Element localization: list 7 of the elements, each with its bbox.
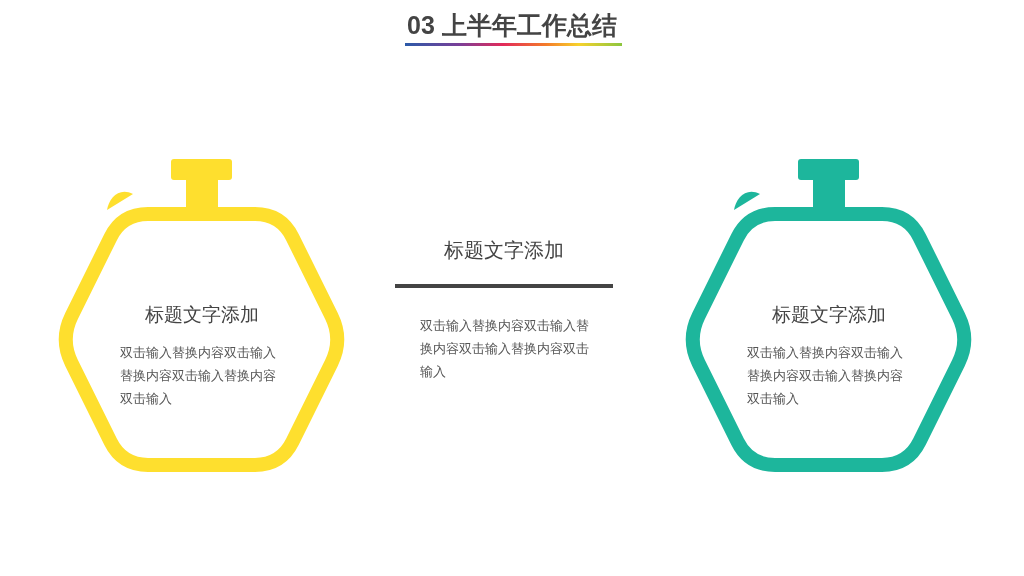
node-heading: 标题文字添加 — [771, 302, 886, 327]
body-text: 双击输入替换内容双击输入替换内容双击输入替换内容双击输入 — [420, 317, 590, 381]
node-body-text: 双击输入替换内容双击输入替换内容双击输入替换内容双击输入 — [746, 344, 904, 408]
section-heading: 标题文字添加 — [443, 237, 565, 264]
page-title: 03 上半年工作总结 — [407, 10, 617, 41]
node-heading: 标题文字添加 — [144, 302, 259, 327]
node-body-text: 双击输入替换内容双击输入替换内容双击输入替换内容双击输入 — [119, 344, 277, 408]
